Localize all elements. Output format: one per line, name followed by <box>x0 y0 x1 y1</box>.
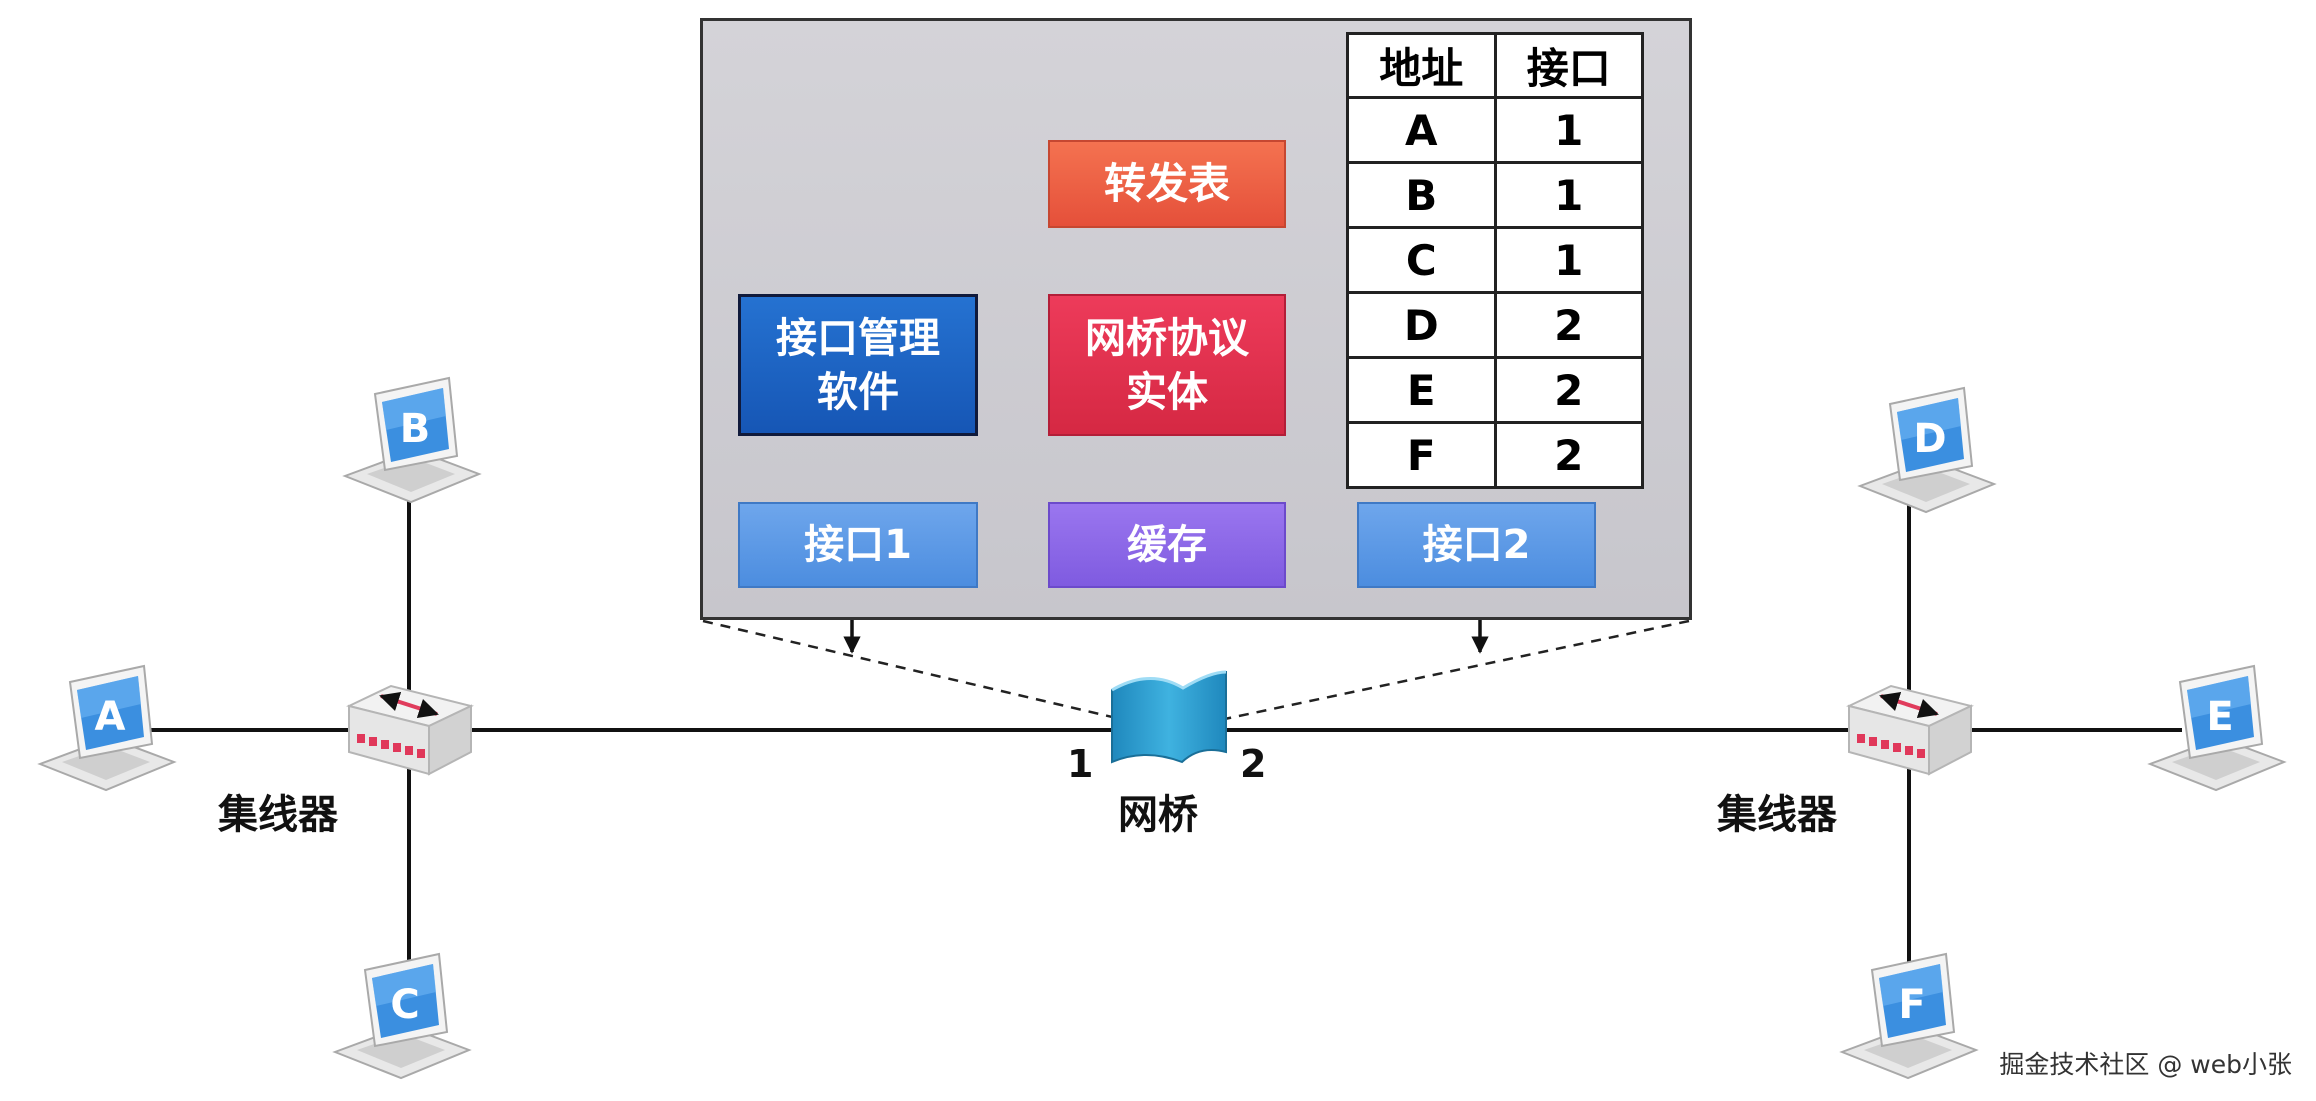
cell-interface: 2 <box>1493 291 1644 359</box>
host-label: D <box>1913 416 1946 462</box>
protocol-entity-label-line1: 网桥协议 <box>1085 314 1249 362</box>
hub-right-label: 集线器 <box>1717 792 1837 838</box>
cell-address: F <box>1346 421 1497 489</box>
hosts: A B C D E F <box>37 376 2287 1080</box>
port-1-block: 接口1 <box>738 502 978 588</box>
watermark: 掘金技术社区 @ web小张 <box>1999 1050 2292 1079</box>
bridge-port-2-label: 2 <box>1240 742 1267 786</box>
interface-management-label-line1: 接口管理 <box>776 314 940 362</box>
cell-interface: 1 <box>1493 96 1644 164</box>
interface-management-label-line2: 软件 <box>817 368 899 416</box>
interface-management-block: 接口管理 软件 <box>738 294 978 436</box>
cell-address: A <box>1346 96 1497 164</box>
host-label: B <box>400 406 431 452</box>
table-header-row: 地址 接口 <box>1346 32 1644 99</box>
laptop-e-icon: E <box>2147 664 2287 792</box>
buffer-block: 缓存 <box>1048 502 1286 588</box>
cell-address: D <box>1346 291 1497 359</box>
bridge-port-1-label: 1 <box>1067 742 1094 786</box>
cell-interface: 2 <box>1493 356 1644 424</box>
host-label: A <box>95 694 126 740</box>
forwarding-table-block: 转发表 <box>1048 140 1286 228</box>
bridge-device <box>1111 670 1227 764</box>
port-2-block: 接口2 <box>1357 502 1596 588</box>
cell-interface: 2 <box>1493 421 1644 489</box>
cell-interface: 1 <box>1493 161 1644 229</box>
laptop-a-icon: A <box>37 664 177 792</box>
cell-address: E <box>1346 356 1497 424</box>
hub-left-label: 集线器 <box>218 792 338 838</box>
hub-left <box>346 684 474 776</box>
header-interface: 接口 <box>1493 32 1644 99</box>
host-label: F <box>1898 982 1925 1028</box>
laptop-c-icon: C <box>332 952 472 1080</box>
bridge-protocol-entity-block: 网桥协议 实体 <box>1048 294 1286 436</box>
header-address: 地址 <box>1346 32 1497 99</box>
host-label: C <box>390 982 419 1028</box>
cell-address: C <box>1346 226 1497 294</box>
cell-address: B <box>1346 161 1497 229</box>
buffer-label: 缓存 <box>1127 522 1207 568</box>
host-label: E <box>2206 694 2233 740</box>
laptop-f-icon: F <box>1839 952 1979 1080</box>
port-2-label: 接口2 <box>1422 522 1531 568</box>
laptop-d-icon: D <box>1857 386 1997 514</box>
laptop-b-icon: B <box>342 376 482 504</box>
bridge-label: 网桥 <box>1118 792 1198 838</box>
hub-right <box>1846 684 1974 776</box>
forwarding-table-label: 转发表 <box>1103 159 1230 208</box>
protocol-entity-label-line2: 实体 <box>1126 368 1208 416</box>
port-1-label: 接口1 <box>804 522 912 568</box>
cell-interface: 1 <box>1493 226 1644 294</box>
